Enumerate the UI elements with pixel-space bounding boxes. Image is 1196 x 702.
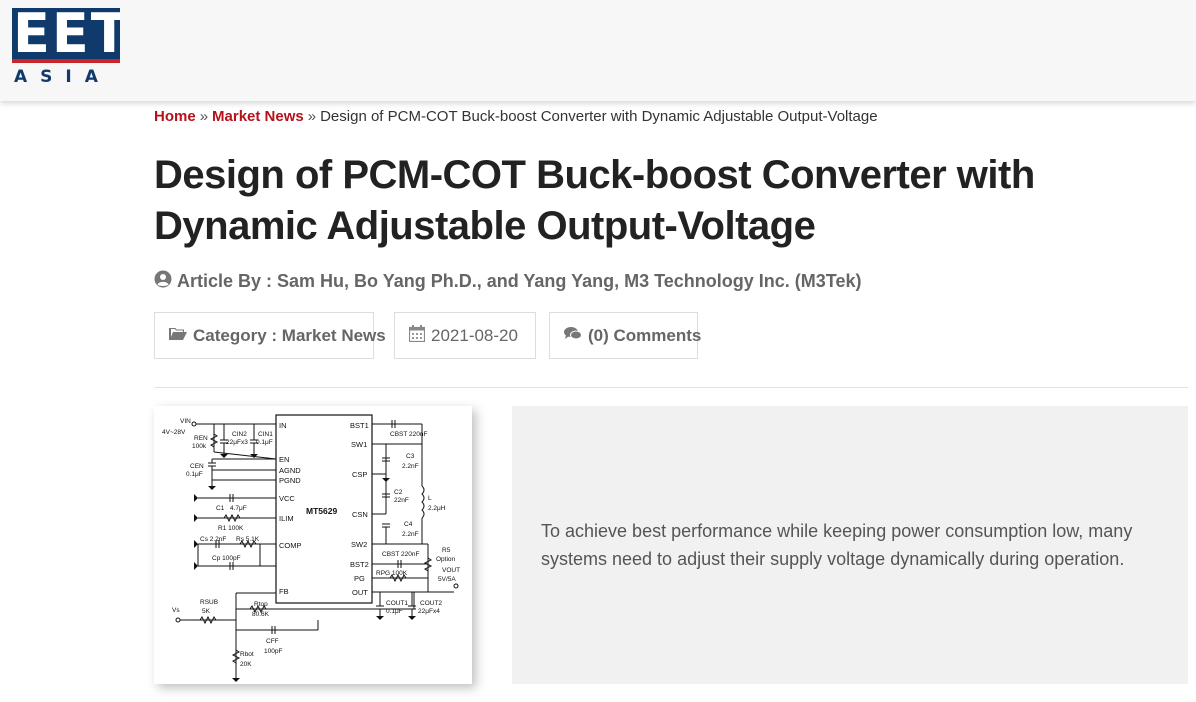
- component-label: COUT1: [386, 600, 408, 607]
- category-label: Category : Market News: [193, 325, 386, 345]
- component-label: C3: [406, 453, 415, 460]
- component-label: 0.1μF: [386, 608, 403, 615]
- component-label: 22μFx4: [418, 608, 440, 615]
- component-label: Vs: [172, 607, 180, 614]
- component-label: 0.1μF: [186, 471, 203, 478]
- pin-label: OUT: [352, 588, 368, 597]
- date-label: 2021-08-20: [431, 325, 518, 345]
- component-label: 0.1μF: [256, 439, 273, 446]
- pin-label: ILIM: [279, 514, 294, 523]
- component-label: CBST 220nF: [390, 431, 427, 438]
- comments-icon: [564, 326, 582, 346]
- pin-label: FB: [279, 587, 289, 596]
- breadcrumb-separator: »: [199, 108, 209, 125]
- section-divider: [154, 387, 1188, 388]
- pin-label: IN: [279, 421, 287, 430]
- component-label: RSUB: [200, 599, 218, 606]
- component-label: R1 100K: [218, 525, 244, 532]
- component-label: 5K: [202, 608, 211, 615]
- component-label: 2.2nF: [402, 531, 419, 538]
- breadcrumb-separator: »: [307, 108, 317, 125]
- component-label: REN: [194, 435, 208, 442]
- eet-asia-logo[interactable]: EET ASIA: [12, 8, 120, 88]
- pin-label: EN: [279, 455, 289, 464]
- component-label: CEN: [190, 463, 204, 470]
- component-label: COUT2: [420, 600, 442, 607]
- logo-subtext: ASIA: [14, 67, 111, 87]
- category-badge[interactable]: Category : Market News: [154, 312, 386, 359]
- pin-label: BST1: [350, 421, 369, 430]
- component-label: 100k: [192, 443, 207, 450]
- pin-label: CSN: [352, 510, 368, 519]
- component-label: 2.2μH: [428, 505, 446, 512]
- article-summary-box: To achieve best performance while keepin…: [512, 406, 1188, 684]
- component-label: R5: [442, 547, 451, 554]
- breadcrumb-home-link[interactable]: Home: [154, 108, 196, 125]
- component-label: 4V~28V: [162, 429, 186, 436]
- component-label: 2.2nF: [402, 463, 419, 470]
- component-label: Rbot: [240, 651, 254, 658]
- breadcrumb: Home»Market News»Design of PCM-COT Buck-…: [154, 108, 878, 125]
- component-label: 22nF: [394, 497, 409, 504]
- component-label: Option: [436, 556, 456, 563]
- date-badge: 2021-08-20: [394, 312, 536, 359]
- circuit-schematic-image: MT5629 IN EN AGND PGND VCC ILIM COMP FB …: [154, 406, 472, 684]
- breadcrumb-current: Design of PCM-COT Buck-boost Converter w…: [320, 108, 878, 125]
- component-label: RPG 100K: [376, 570, 408, 577]
- pin-label: PGND: [279, 476, 301, 485]
- component-label: 4.7μF: [230, 505, 247, 512]
- article-summary: To achieve best performance while keepin…: [541, 521, 1133, 569]
- component-label: CIN1: [258, 431, 273, 438]
- pin-label: PG: [354, 574, 365, 583]
- component-label: Cp 100pF: [212, 555, 241, 562]
- component-label: Rtop: [254, 601, 268, 608]
- pin-label: CSP: [352, 470, 367, 479]
- calendar-icon: [408, 324, 426, 347]
- byline-text: Article By : Sam Hu, Bo Yang Ph.D., and …: [177, 271, 862, 291]
- component-label: C2: [394, 489, 403, 496]
- component-label: 20K: [240, 661, 252, 668]
- breadcrumb-section-link[interactable]: Market News: [212, 108, 304, 125]
- component-label: CIN2: [232, 431, 247, 438]
- component-label: CBST 220nF: [382, 551, 419, 558]
- folder-open-icon: [169, 326, 187, 346]
- component-label: 22μFx3: [226, 439, 248, 446]
- component-label: C4: [404, 521, 413, 528]
- pin-label: BST2: [350, 560, 369, 569]
- pin-label: COMP: [279, 541, 302, 550]
- component-label: Rs 5.1K: [236, 536, 260, 543]
- component-label: L: [428, 495, 432, 502]
- component-label: CFF: [266, 638, 279, 645]
- schematic-svg: MT5629 IN EN AGND PGND VCC ILIM COMP FB …: [162, 414, 460, 682]
- component-label: 5V/5A: [438, 576, 456, 583]
- pin-label: VCC: [279, 494, 295, 503]
- component-label: 80.6K: [252, 611, 270, 618]
- component-label: VOUT: [442, 567, 460, 574]
- component-label: VIN: [180, 418, 191, 425]
- component-label: Cs 2.2nF: [200, 536, 226, 543]
- comments-link[interactable]: (0) Comments: [549, 312, 702, 359]
- page-title: Design of PCM-COT Buck-boost Converter w…: [154, 153, 1035, 248]
- pin-label: AGND: [279, 466, 301, 475]
- logo-wordmark: EET: [12, 8, 120, 63]
- article-byline: Article By : Sam Hu, Bo Yang Ph.D., and …: [154, 270, 861, 293]
- component-label: 100pF: [264, 648, 282, 655]
- component-label: C1: [216, 505, 225, 512]
- comments-label: (0) Comments: [588, 325, 702, 345]
- pin-label: SW1: [351, 440, 367, 449]
- chip-label: MT5629: [306, 506, 337, 516]
- pin-label: SW2: [351, 540, 367, 549]
- site-header: EET ASIA: [0, 0, 1196, 101]
- user-circle-icon: [154, 270, 172, 293]
